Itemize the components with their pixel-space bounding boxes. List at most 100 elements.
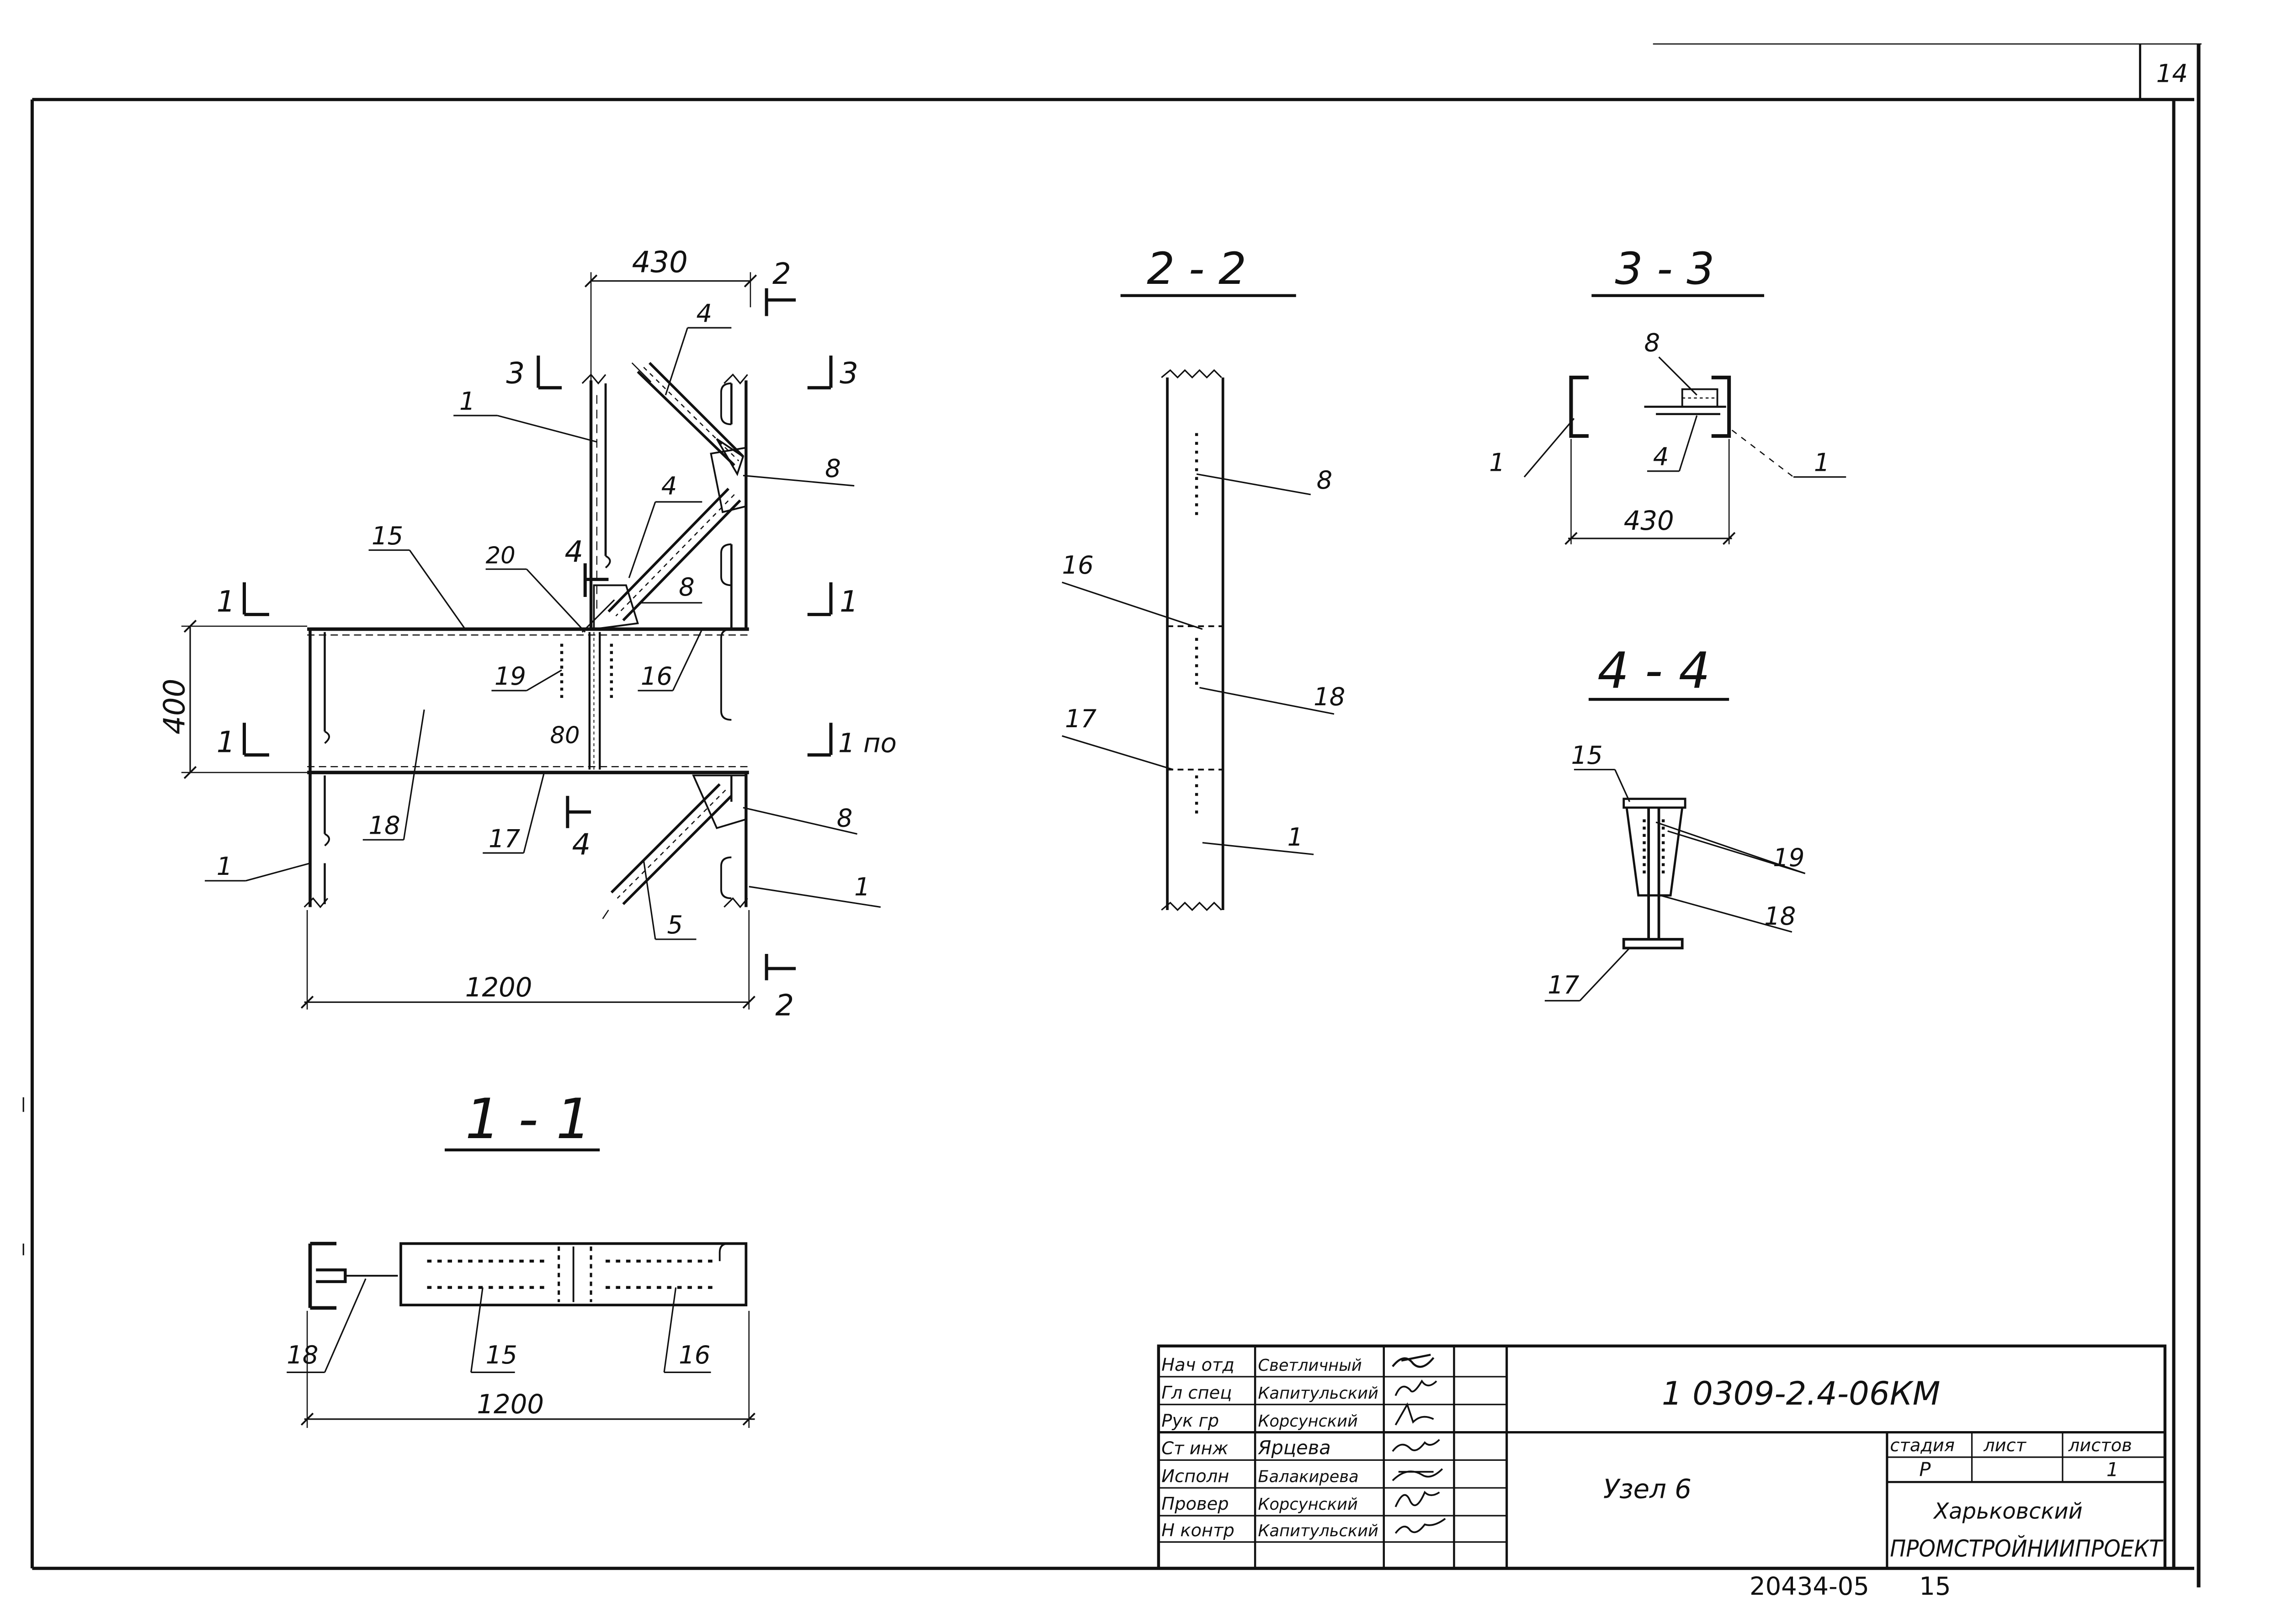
pos-17: 17 bbox=[489, 824, 521, 853]
s22-pos-16: 16 bbox=[1062, 550, 1094, 580]
bottom-code: 20434-05 bbox=[1750, 1571, 1869, 1601]
title-block-names: Светличный Капитульский Корсунский Ярцев… bbox=[1258, 1356, 1378, 1540]
lower-brace bbox=[602, 783, 733, 919]
title-4-4: 4 - 4 bbox=[1597, 641, 1710, 699]
s33-pos-1-right: 1 bbox=[1814, 448, 1830, 477]
upper-column-right-channel bbox=[720, 373, 748, 629]
pos-1-upper: 1 bbox=[459, 386, 475, 415]
elevation-view: 430 2 3 3 bbox=[158, 245, 897, 1022]
pos-1-lower-left: 1 bbox=[217, 852, 233, 881]
org-line1: Харьковский bbox=[1932, 1498, 2082, 1524]
role-2: Рук гр bbox=[1161, 1411, 1219, 1431]
title-3-3: 3 - 3 bbox=[1615, 243, 1715, 294]
role-4: Исполн bbox=[1161, 1466, 1229, 1486]
chord-box bbox=[307, 599, 749, 907]
dim-1200-s11: 1200 bbox=[477, 1389, 544, 1420]
dim-430-s33: 430 bbox=[1624, 506, 1674, 536]
dim-430-top: 430 bbox=[632, 245, 688, 279]
dim-400: 400 bbox=[158, 679, 191, 735]
sheet-frame bbox=[22, 43, 2202, 1587]
s22-pos-17: 17 bbox=[1065, 704, 1097, 733]
cut-1-right-b: 1 по bbox=[838, 728, 897, 758]
pos-8-mid: 8 bbox=[679, 572, 695, 602]
s44-pos-17: 17 bbox=[1548, 970, 1580, 999]
elevation-leaders bbox=[205, 327, 881, 940]
weld-80: 80 bbox=[550, 722, 580, 749]
pos-4-mid: 4 bbox=[661, 471, 677, 501]
name-1: Капитульский bbox=[1258, 1384, 1378, 1403]
pos-19: 19 bbox=[495, 661, 526, 691]
cut-2-bottom: 2 bbox=[775, 989, 794, 1022]
s33-pos-4: 4 bbox=[1653, 442, 1669, 471]
role-3: Ст инж bbox=[1161, 1438, 1228, 1459]
bottom-num: 15 bbox=[1919, 1571, 1951, 1601]
top-flange bbox=[1622, 798, 1686, 809]
role-1: Гл спец bbox=[1161, 1383, 1232, 1403]
dim-1200-elev: 1200 bbox=[465, 972, 532, 1003]
cut-1-left-a: 1 bbox=[217, 585, 235, 619]
title-block bbox=[1157, 1344, 2167, 1570]
bottom-flange bbox=[1622, 938, 1684, 950]
pos-4-top: 4 bbox=[697, 298, 713, 328]
cut-2-top: 2 bbox=[772, 257, 791, 291]
s44-pos-19: 19 bbox=[1773, 843, 1804, 872]
org-line2: ПРОМСТРОЙНИИПРОЕКТ bbox=[1890, 1535, 2164, 1563]
s33-pos-1-left: 1 bbox=[1489, 448, 1505, 477]
sheets-value: 1 bbox=[2106, 1459, 2118, 1481]
name-3: Ярцева bbox=[1258, 1437, 1331, 1459]
upper-brace-a bbox=[631, 362, 745, 476]
title-1-1: 1 - 1 bbox=[465, 1086, 591, 1151]
pos-5: 5 bbox=[667, 910, 683, 939]
channel-left bbox=[1569, 375, 1589, 438]
page-number: 14 bbox=[2156, 59, 2188, 88]
cut-3-right: 3 bbox=[840, 357, 858, 391]
title-2-2: 2 - 2 bbox=[1147, 243, 1246, 294]
section-3-3: 3 - 3 430 8 1 4 1 bbox=[1489, 243, 1846, 545]
role-6: Н контр bbox=[1161, 1520, 1234, 1541]
gusset-8-upper bbox=[710, 447, 747, 513]
pos-8-lower: 8 bbox=[837, 804, 853, 833]
weld-20: 20 bbox=[486, 542, 516, 569]
s11-pos-16: 16 bbox=[679, 1340, 710, 1369]
s11-pos-15: 15 bbox=[486, 1340, 517, 1369]
sheet-head: лист bbox=[1983, 1435, 2027, 1456]
cut-3-left: 3 bbox=[506, 357, 525, 391]
cut-4-lower: 4 bbox=[572, 828, 590, 862]
cut-4-upper: 4 bbox=[564, 535, 583, 569]
pos-18: 18 bbox=[369, 811, 400, 840]
channel-right bbox=[1711, 375, 1731, 438]
s44-pos-18: 18 bbox=[1764, 901, 1796, 931]
s33-pos-8: 8 bbox=[1644, 328, 1660, 357]
s22-pos-8: 8 bbox=[1317, 465, 1333, 495]
title-block-roles: Нач отд Гл спец Рук гр Ст инж Исполн Про… bbox=[1161, 1355, 1234, 1541]
doc-code: 1 0309-2.4-06КМ bbox=[1662, 1375, 1940, 1412]
pos-16: 16 bbox=[641, 661, 672, 691]
name-2: Корсунский bbox=[1258, 1412, 1358, 1431]
s22-pos-1: 1 bbox=[1287, 822, 1303, 852]
role-5: Провер bbox=[1161, 1494, 1229, 1514]
s44-pos-15: 15 bbox=[1571, 740, 1602, 770]
section-1-1: 1 - 1 1200 18 15 16 bbox=[287, 1086, 755, 1428]
cut-1-right-a: 1 bbox=[840, 585, 858, 619]
sheets-head: листов bbox=[2068, 1435, 2132, 1456]
gusset-8-mid bbox=[593, 584, 639, 630]
role-0: Нач отд bbox=[1161, 1355, 1234, 1375]
section-4-4: 4 - 4 15 19 18 17 bbox=[1544, 641, 1806, 1001]
name-4: Балакирева bbox=[1258, 1467, 1359, 1486]
gusset-8-lower bbox=[692, 774, 747, 830]
section-2-2: 2 - 2 8 16 18 17 1 bbox=[1062, 243, 1345, 911]
cut-1-left-b: 1 bbox=[217, 725, 235, 759]
name-6: Капитульский bbox=[1258, 1522, 1378, 1540]
stage-head: стадия bbox=[1890, 1435, 1955, 1456]
pos-15: 15 bbox=[372, 521, 403, 550]
name-5: Корсунский bbox=[1258, 1495, 1358, 1514]
s22-pos-18: 18 bbox=[1314, 682, 1345, 711]
pos-8-upper: 8 bbox=[825, 454, 841, 483]
stage-value: Р bbox=[1919, 1459, 1931, 1481]
drawing-title: Узел 6 bbox=[1603, 1474, 1692, 1505]
pos-1-lower-right: 1 bbox=[854, 872, 870, 901]
signatures bbox=[1392, 1353, 1446, 1534]
s11-pos-18: 18 bbox=[287, 1340, 318, 1369]
name-0: Светличный bbox=[1258, 1356, 1362, 1375]
